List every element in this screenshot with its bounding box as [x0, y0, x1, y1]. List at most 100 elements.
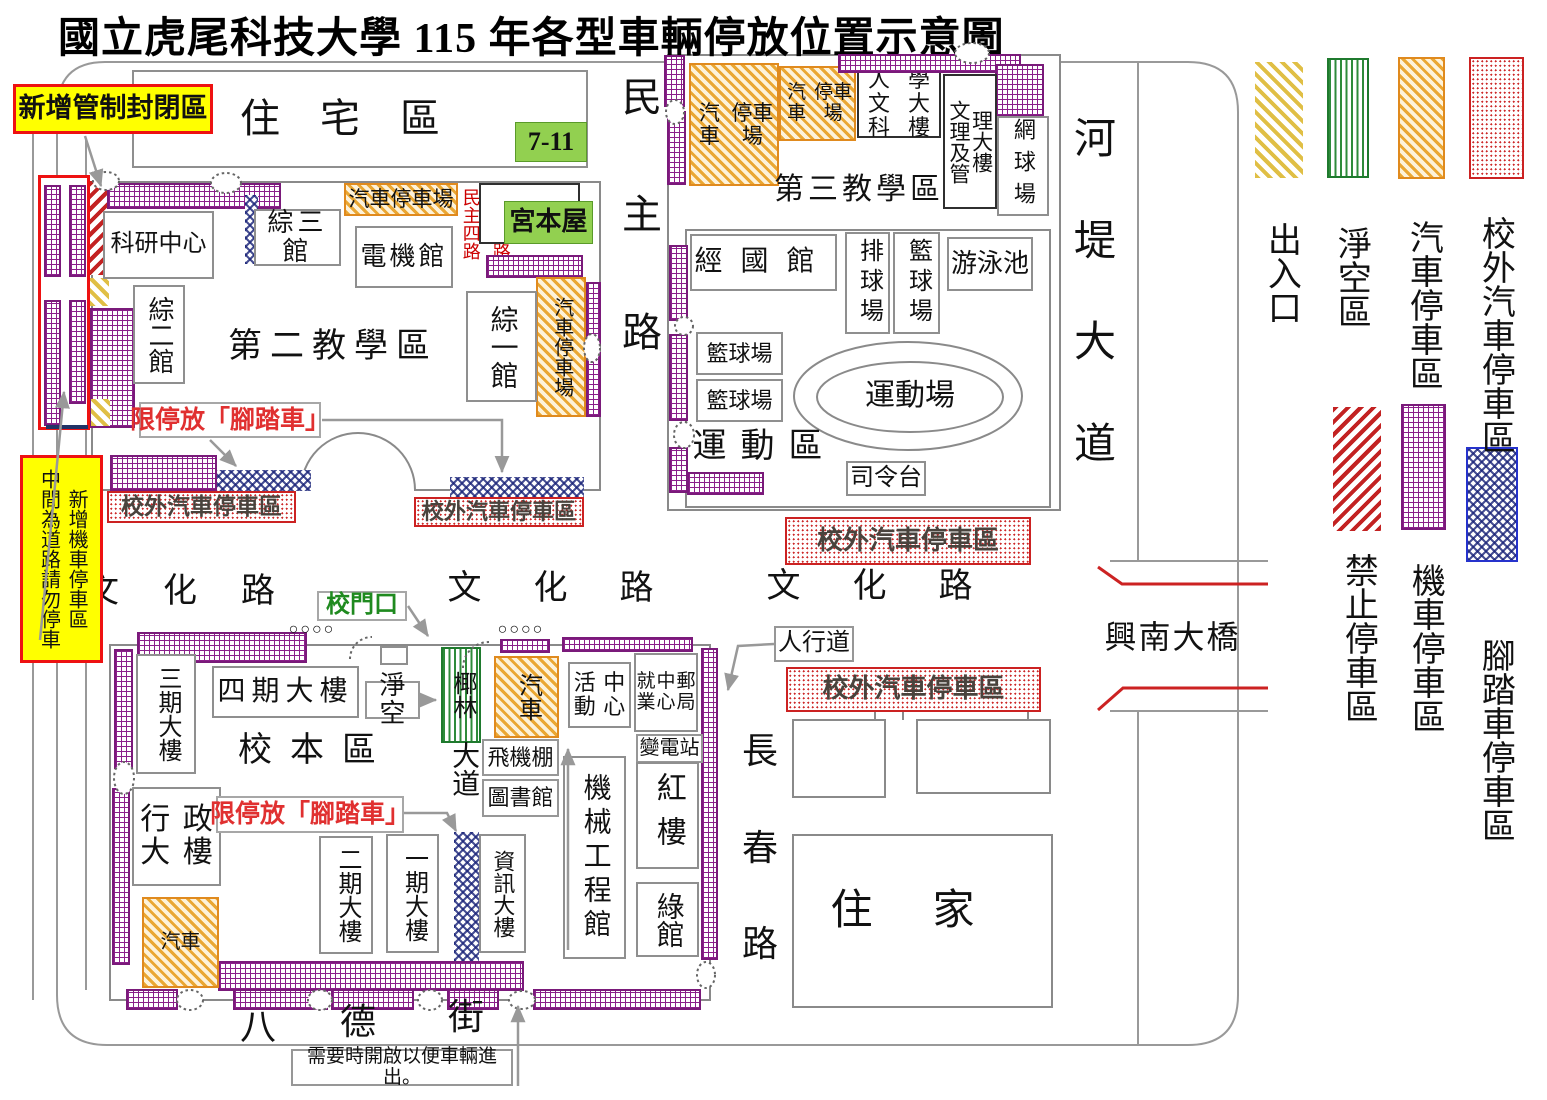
homes-label: 住家 — [830, 888, 1035, 935]
noparking-strip-left — [90, 181, 107, 275]
moto-strip-s2 — [669, 245, 688, 321]
moto-box-ne — [995, 64, 1044, 117]
library: 圖書館 — [482, 779, 559, 817]
moto-strip-a3 — [44, 300, 61, 426]
legend-label-entrance: 出入口 — [1262, 222, 1300, 324]
commander-stage: 司令台 — [846, 461, 926, 496]
moto-strip-a4 — [69, 300, 86, 404]
main-campus: 校本區 — [238, 731, 394, 769]
legend-swatch-bike — [1466, 447, 1518, 562]
bike-only-label-1: 限停放「腳踏車」 — [130, 402, 330, 438]
substation: 變電站 — [636, 734, 703, 763]
bade-st-char1: 八 — [239, 1006, 276, 1047]
moto-strip-e1 — [586, 282, 601, 346]
bike-strip-block2-left — [215, 470, 311, 491]
moto-strip-c3 — [112, 788, 130, 965]
legend-swatch-moto — [1401, 404, 1446, 530]
electrical-hall: 電機館 — [355, 226, 453, 288]
entrance-patch-2 — [91, 399, 110, 426]
callout-new-moto-zone: 中間為道路請勿停車新增機車停車區 — [20, 455, 103, 663]
moto-strip-c7 — [331, 989, 414, 1010]
phase2-bldg: 二期大樓 — [319, 836, 373, 954]
moto-strip-c11 — [562, 637, 693, 652]
gate-note: 需要時開啟以便車輛進出。 — [291, 1046, 513, 1087]
legend-label-noparking: 禁止停車區 — [1339, 553, 1377, 723]
legend-swatch-entrance — [1255, 62, 1303, 178]
offcampus-strip-east: 校外汽車停車區 — [786, 667, 1041, 712]
moto-strip-s3 — [669, 334, 688, 421]
navy-bar — [46, 425, 88, 429]
legend-label-car: 汽車停車區 — [1404, 220, 1442, 390]
arts-science-mgmt-bldg: 文理及管理大樓 — [943, 74, 997, 209]
moto-strip-a1 — [44, 185, 61, 277]
moto-strip-c4 — [218, 961, 524, 991]
second-teaching-area: 第二教學區 — [228, 327, 438, 365]
bike-strip-block2-right — [450, 477, 584, 498]
hedi-blvd: 河堤大道 — [1073, 117, 1116, 468]
offcampus-strip-w2: 校外汽車停車區 — [414, 497, 584, 527]
bike-only-label-2: 限停放「腳踏車」 — [210, 796, 410, 833]
wenhua-rd-center: 文化路 — [447, 569, 706, 607]
moto-strip-s4 — [669, 447, 688, 493]
zong2-hall: 綜二館 — [133, 285, 185, 384]
airplane-shed: 飛機棚 — [482, 739, 559, 776]
moto-strip-c5 — [126, 989, 178, 1010]
car-lot-a: 汽 車停車場 — [689, 63, 779, 186]
clear-box: 淨空 — [365, 671, 420, 728]
bade-st-char2: 德 — [339, 1001, 376, 1042]
basketball-court-v: 籃球場 — [893, 232, 940, 334]
bollards-2: ○○○○ — [497, 621, 545, 639]
moto-strip-c6 — [233, 989, 328, 1010]
phase1-bldg: 一期大樓 — [386, 834, 439, 953]
changchun-rd: 長春路 — [741, 731, 778, 965]
bade-st-char3: 街 — [447, 996, 484, 1037]
basketball-court-2: 籃球場 — [696, 379, 783, 422]
red-bldg: 紅樓 — [636, 762, 699, 869]
jingguo-hall: 經國館 — [690, 234, 837, 291]
bollards-1: ○○○○ — [288, 621, 336, 639]
moto-strip-c10 — [500, 639, 550, 653]
moto-strip-a2 — [69, 185, 86, 277]
athletic-field: 運動場 — [865, 378, 955, 412]
sidewalk-label: 人行道 — [774, 626, 854, 662]
employment-center-post: 就業中心郵局 — [634, 653, 698, 732]
admin-bldg: 行大政樓 — [132, 787, 221, 886]
legend-label-offcampus: 校外汽車停車區 — [1476, 216, 1514, 454]
car-lot-east-vertical: 汽車停車場 — [536, 277, 586, 417]
phase3-bldg: 三期大樓 — [136, 654, 196, 774]
legend-swatch-clear — [1327, 58, 1369, 178]
info-bldg: 資訊大樓 — [479, 834, 526, 953]
bike-strip-campus — [454, 832, 479, 961]
moto-strip-s1 — [667, 111, 686, 185]
coconut-grove-strip: 椰林 — [441, 647, 481, 743]
green-bldg: 綠館 — [636, 882, 699, 957]
minzhu-rd: 民主路 — [622, 75, 662, 355]
school-gate-label: 校門口 — [317, 591, 407, 621]
science-research-center: 科研中心 — [103, 211, 214, 279]
entrance-patch-1 — [90, 278, 109, 306]
car-lot-north: 汽車停車場 — [344, 183, 458, 216]
legend-label-moto: 機車停車區 — [1406, 563, 1444, 733]
minzhu-4th-rd: 民主四路 — [460, 188, 481, 260]
legend-label-bike: 腳踏車停車區 — [1476, 638, 1514, 842]
third-teaching-area: 第三教學區 — [774, 172, 944, 206]
offcampus-strip-w1: 校外汽車停車區 — [107, 491, 296, 523]
moto-strip-c2 — [114, 649, 133, 769]
legend-swatch-offcampus — [1469, 57, 1524, 179]
car-lot-sw: 汽車 — [142, 897, 219, 988]
phase4-bldg: 四期大樓 — [212, 666, 359, 718]
wenhua-rd-east: 文化路 — [766, 567, 1025, 605]
callout-new-closed-zone: 新增管制封閉區 — [13, 84, 213, 134]
moto-strip-c8 — [447, 989, 499, 1010]
xingnan-bridge: 興南大橋 — [1104, 618, 1241, 655]
legend-label-clear: 淨空區 — [1332, 226, 1370, 328]
miyamoto-house: 宮本屋 — [504, 201, 593, 244]
wenhua-rd-west: 文化路 — [85, 572, 319, 610]
humanities-bldg: 人文科學大樓 — [857, 68, 941, 139]
moto-strip-n2 — [838, 54, 1021, 73]
moto-strip-c9 — [533, 989, 701, 1010]
legend-swatch-car — [1398, 57, 1445, 179]
mechanical-eng-hall: 機械工程館 — [563, 756, 626, 959]
car-lot-center: 汽車 — [494, 656, 559, 738]
